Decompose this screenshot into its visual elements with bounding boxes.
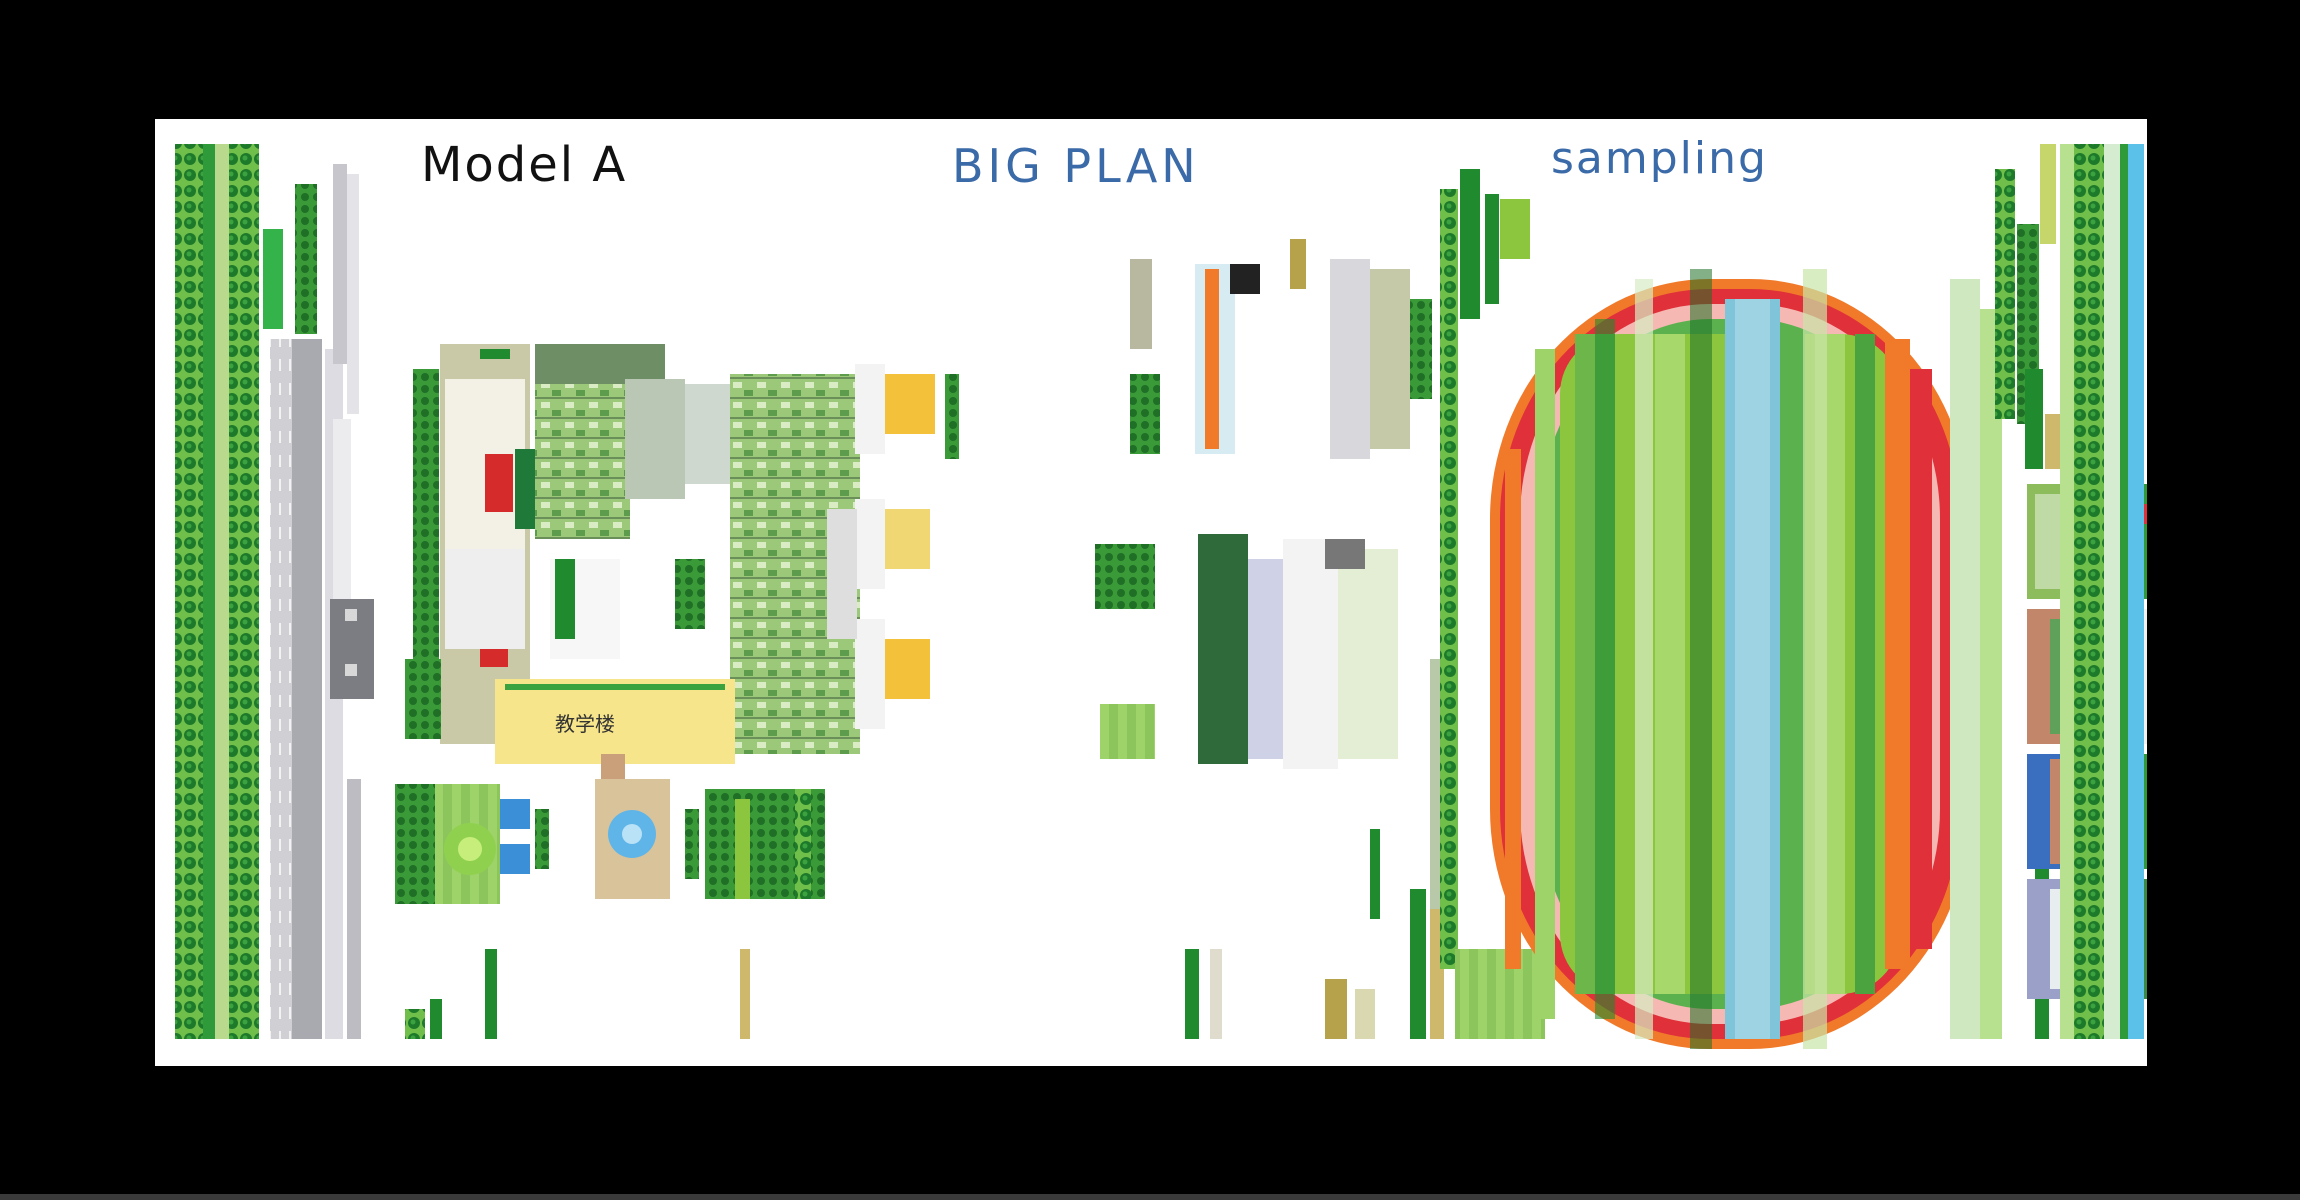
model-a-campus: 教学楼 [405,344,959,794]
sampling-title: sampling [1551,133,1768,184]
model-a-title: Model A [421,137,628,193]
element-samples-middle [1095,239,1444,1039]
left-street-strip [175,144,374,1039]
main-building-label: 教学楼 [555,712,615,736]
plan-drawing: 教学楼 [175,144,2147,1049]
bottom-bar [0,1194,2300,1200]
big-plan-title: BIG PLAN [952,139,1200,193]
plan-panel: Model A BIG PLAN sampling [155,119,2147,1066]
main-building-plaza [495,679,735,764]
element-samples-left [395,349,825,1039]
right-street-strip [2060,144,2144,1039]
red-sign-upper [485,454,513,512]
sports-field [1440,144,2117,1049]
